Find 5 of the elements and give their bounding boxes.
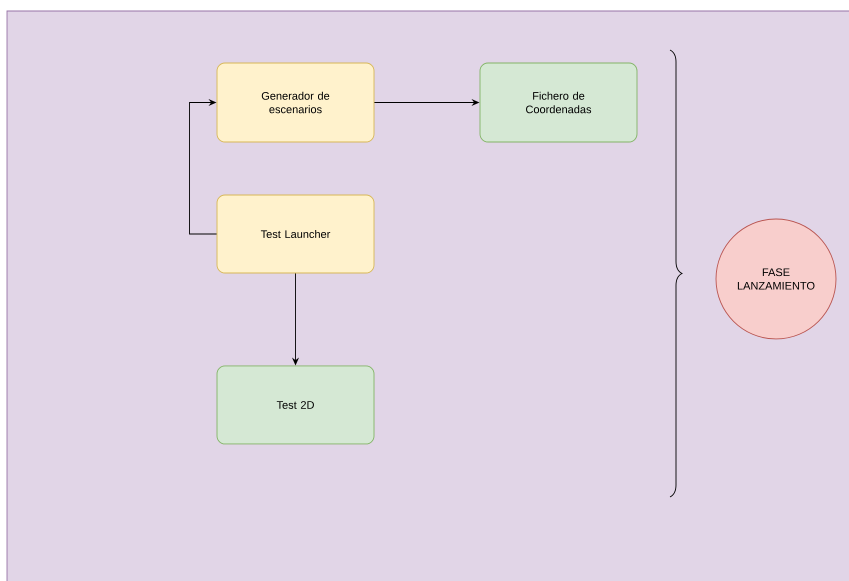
output-box: Fichero de Coordenadas bbox=[480, 62, 638, 142]
output-box: Test 2D bbox=[216, 366, 374, 444]
process-box: Generador de escenarios bbox=[216, 62, 374, 142]
process-box: Test Launcher bbox=[216, 194, 374, 274]
arrow bbox=[189, 98, 217, 234]
